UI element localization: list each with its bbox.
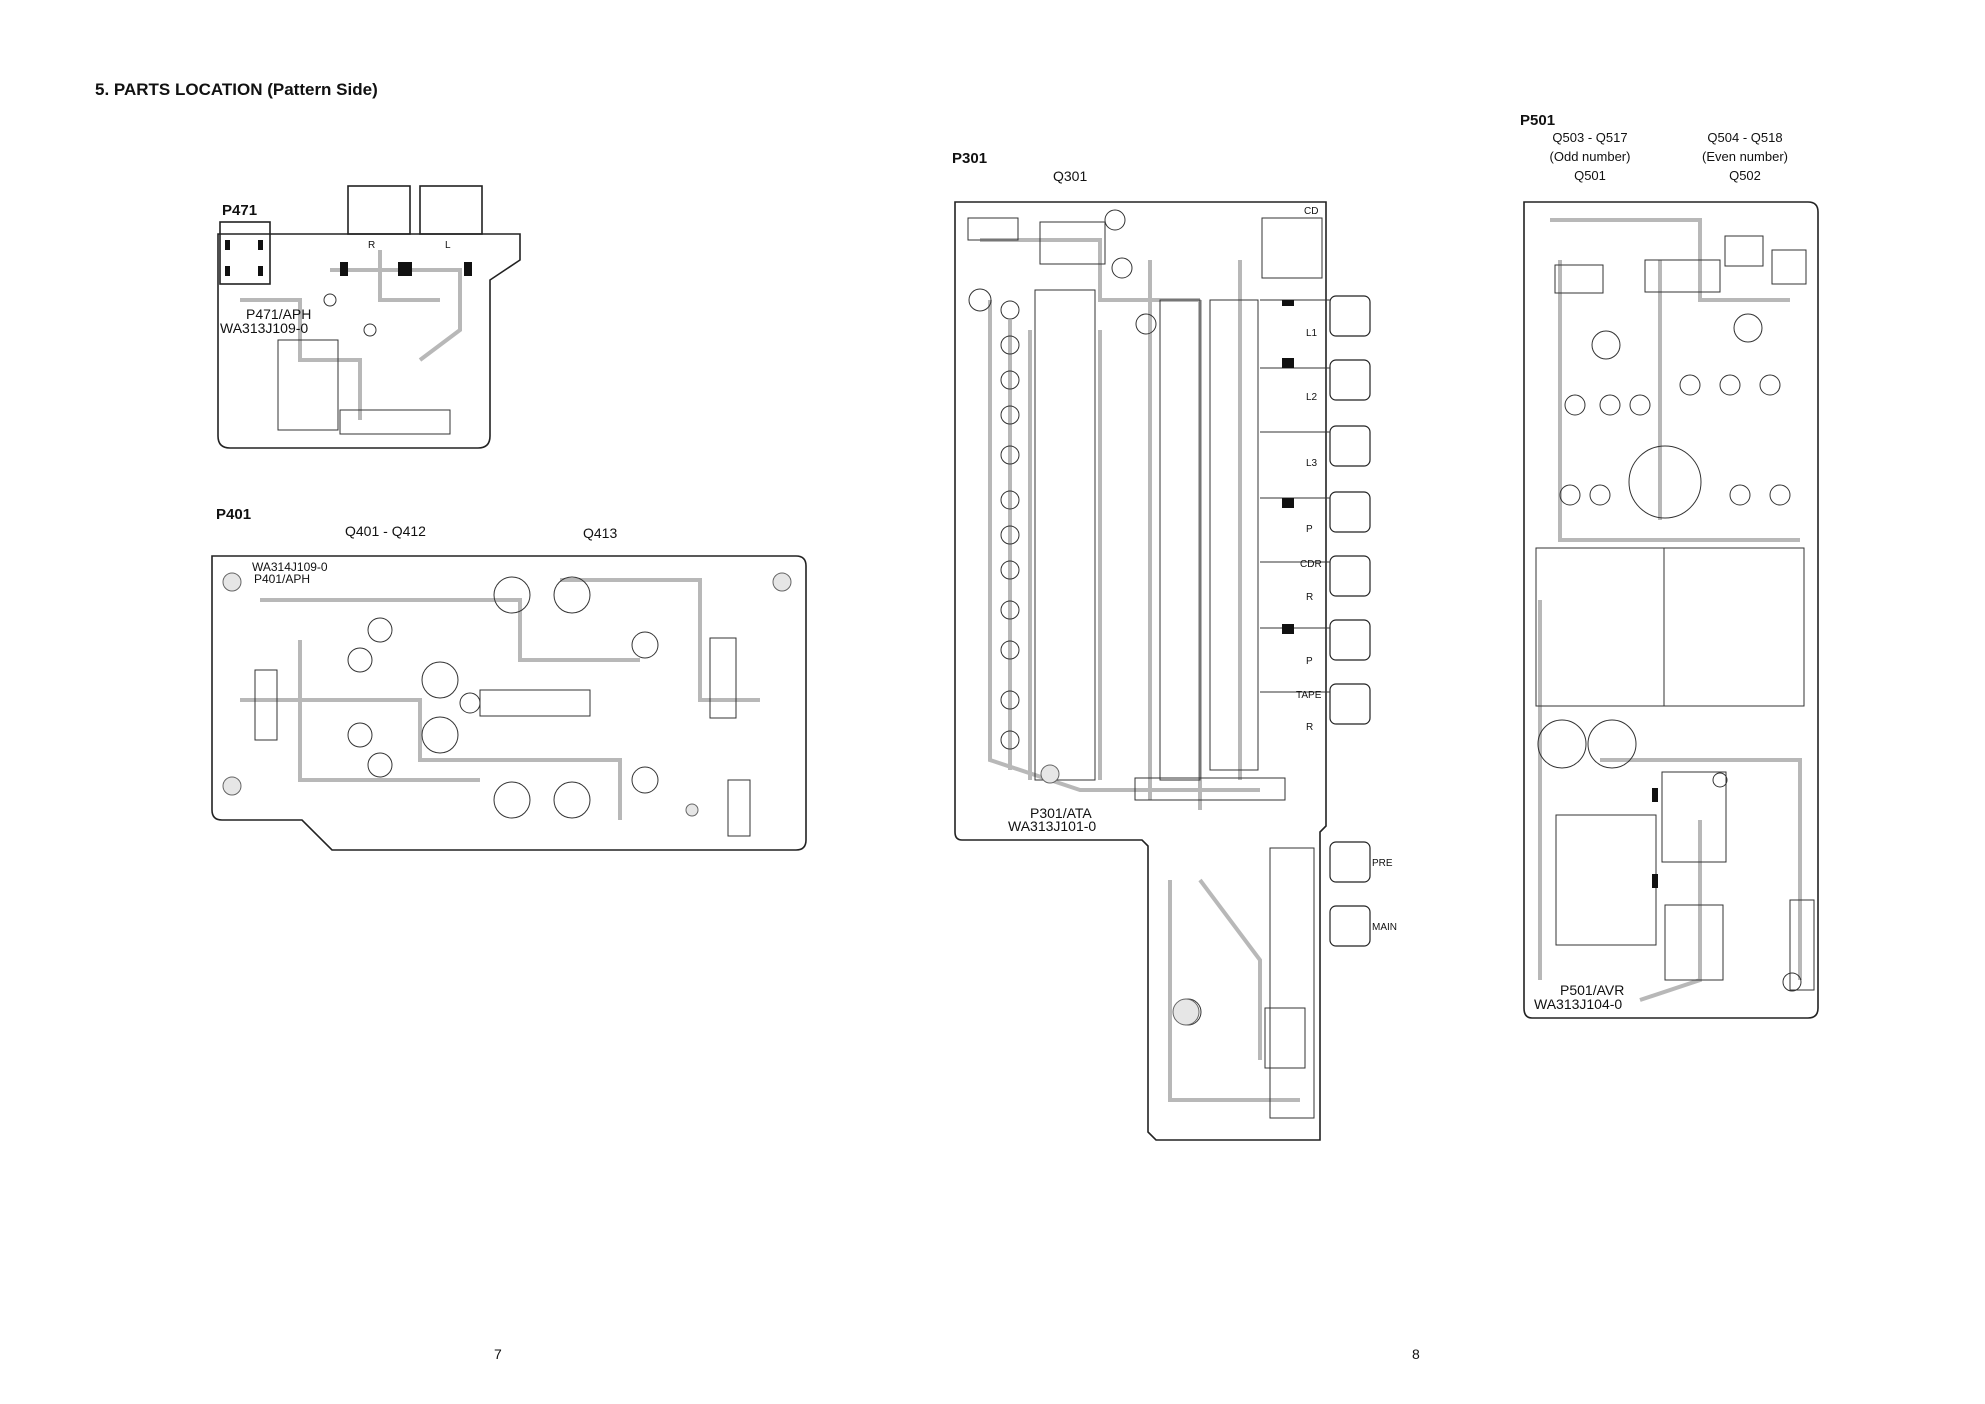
p301-jack-pre: PRE <box>1372 858 1393 869</box>
p401-part-number: WA314J109-0 <box>252 560 328 574</box>
p301-jack-r-cdr: R <box>1306 592 1314 603</box>
p301-outline <box>954 201 1327 1141</box>
p471-part-number: WA313J109-0 <box>220 320 309 336</box>
p471-jack-r <box>347 185 411 235</box>
p401-transistor-group-a: Q401 - Q412 <box>345 523 426 539</box>
p471-channel-r: R <box>368 240 376 251</box>
p301-board-name: P301 <box>952 150 988 167</box>
p401-board-name: P401 <box>216 506 252 523</box>
p401-transistor-group-b: Q413 <box>583 525 618 541</box>
page-number-right: 8 <box>1412 1346 1420 1362</box>
p401-board-id: P401/APH <box>254 572 311 586</box>
p471-outline <box>217 233 521 449</box>
p501-odd-range: Q503 - Q517 <box>1552 130 1628 145</box>
p301-jack-main: MAIN <box>1372 922 1397 933</box>
p501-odd-note: (Odd number) <box>1549 149 1631 164</box>
p501-board-name: P501 <box>1520 112 1556 129</box>
p501-part-number: WA313J104-0 <box>1534 996 1623 1012</box>
p301-jack-l3: L3 <box>1306 458 1318 469</box>
p301-jack-l2: L2 <box>1306 392 1318 403</box>
p471-board-id: P471/APH <box>246 306 312 322</box>
p471-board-name: P471 <box>222 202 258 219</box>
p301-jack-p-cdr: P <box>1306 524 1313 535</box>
p501-outline <box>1523 201 1819 1019</box>
page-title: 5. PARTS LOCATION (Pattern Side) <box>95 80 378 99</box>
p301-transistor-label: Q301 <box>1053 168 1088 184</box>
p301-jack-r-tape: R <box>1306 722 1314 733</box>
p501-even-note: (Even number) <box>1702 149 1788 164</box>
p401-outline <box>211 555 807 851</box>
p501-even-range: Q504 - Q518 <box>1707 130 1783 145</box>
p301-jack-cdr: CDR <box>1300 559 1322 570</box>
p471-channel-l: L <box>445 240 451 251</box>
p501-odd-main: Q501 <box>1574 168 1606 183</box>
p501-board-id: P501/AVR <box>1560 982 1625 998</box>
p301-jack-cd: CD <box>1304 206 1319 217</box>
p301-jack-tape: TAPE <box>1296 690 1322 701</box>
p301-board-id: P301/ATA <box>1030 805 1092 821</box>
p301-jack-l1: L1 <box>1306 328 1318 339</box>
p301-part-number: WA313J101-0 <box>1008 818 1097 834</box>
page-number-left: 7 <box>494 1346 502 1362</box>
p301-jack-p-tape: P <box>1306 656 1313 667</box>
p471-jack-l <box>419 185 483 235</box>
p501-even-main: Q502 <box>1729 168 1761 183</box>
